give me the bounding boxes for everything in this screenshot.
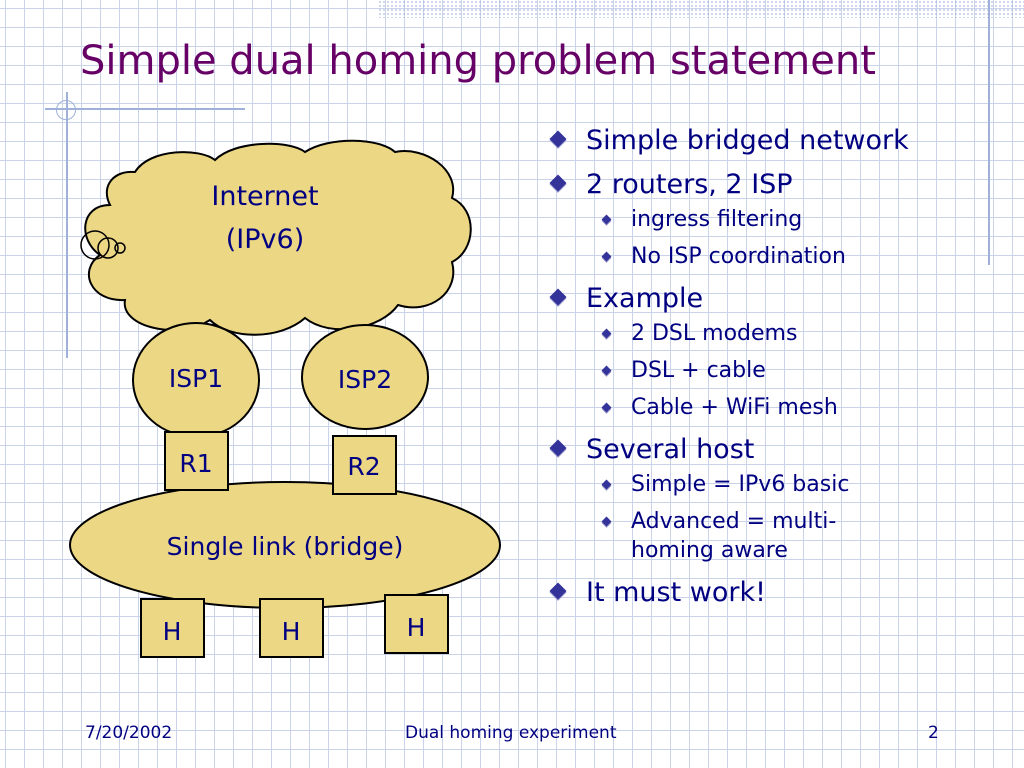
bullet-item: Simple bridged network xyxy=(548,124,1008,157)
sub-bullet-item: DSL + cable xyxy=(548,356,1008,385)
square-bullet-icon xyxy=(601,251,612,262)
sub-bullet-item: Advanced = multi-homing aware xyxy=(548,507,841,565)
diamond-bullet-icon xyxy=(549,439,567,457)
diamond-bullet-icon xyxy=(549,288,567,306)
r1-box xyxy=(164,431,229,491)
isp2-ellipse xyxy=(301,324,429,430)
sub-bullet-text: 2 DSL modems xyxy=(631,321,798,346)
sub-bullet-text: DSL + cable xyxy=(631,358,766,383)
bullet-text: Example xyxy=(586,283,704,314)
r2-label: R2 xyxy=(347,452,380,481)
decor-vertical-line-right xyxy=(988,0,990,265)
host-label-1: H xyxy=(163,617,182,646)
host-box-3 xyxy=(384,594,449,654)
host-label-2: H xyxy=(282,617,301,646)
bullet-item: It must work! xyxy=(548,576,1008,609)
top-pattern-band xyxy=(378,0,1024,18)
square-bullet-icon xyxy=(601,516,612,527)
sub-bullet-text: No ISP coordination xyxy=(631,244,846,269)
r2-box xyxy=(332,435,397,495)
decor-circle xyxy=(56,100,76,120)
footer-date: 7/20/2002 xyxy=(85,723,173,743)
internet-label: Internet xyxy=(211,181,318,212)
isp1-label: ISP1 xyxy=(169,364,223,393)
slide-title: Simple dual homing problem statement xyxy=(80,38,876,84)
r1-label: R1 xyxy=(179,449,212,478)
bullet-item: Several host Simple = IPv6 basic Advance… xyxy=(548,433,1008,565)
square-bullet-icon xyxy=(601,402,612,413)
sub-bullet-list: 2 DSL modems DSL + cable Cable + WiFi me… xyxy=(548,319,1008,422)
bullet-text: Several host xyxy=(586,434,755,465)
bullet-text: Simple bridged network xyxy=(586,125,909,156)
square-bullet-icon xyxy=(601,328,612,339)
square-bullet-icon xyxy=(601,479,612,490)
host-box-1 xyxy=(140,598,205,658)
bullet-item: 2 routers, 2 ISP ingress filtering No IS… xyxy=(548,168,1008,271)
square-bullet-icon xyxy=(601,214,612,225)
sub-bullet-item: ingress filtering xyxy=(548,205,1008,234)
host-label-3: H xyxy=(407,613,426,642)
decor-horizontal-line xyxy=(45,108,245,110)
bullet-text: It must work! xyxy=(586,577,766,608)
bridge-label: Single link (bridge) xyxy=(167,532,404,561)
ipv6-label: (IPv6) xyxy=(226,224,304,255)
sub-bullet-list: ingress filtering No ISP coordination xyxy=(548,205,1008,271)
page-number: 2 xyxy=(928,723,939,743)
host-box-2 xyxy=(259,598,324,658)
sub-bullet-item: No ISP coordination xyxy=(548,242,1008,271)
internet-cloud xyxy=(80,139,472,336)
sub-bullet-item: 2 DSL modems xyxy=(548,319,1008,348)
bullet-text: 2 routers, 2 ISP xyxy=(586,169,793,200)
square-bullet-icon xyxy=(601,365,612,376)
diamond-bullet-icon xyxy=(549,582,567,600)
isp2-label: ISP2 xyxy=(338,365,392,394)
bullet-list: Simple bridged network 2 routers, 2 ISP … xyxy=(548,124,1008,620)
sub-bullet-text: ingress filtering xyxy=(631,207,803,232)
bullet-item: Example 2 DSL modems DSL + cable Cable +… xyxy=(548,282,1008,422)
sub-bullet-text: Simple = IPv6 basic xyxy=(631,472,850,497)
diamond-bullet-icon xyxy=(549,174,567,192)
diamond-bullet-icon xyxy=(549,130,567,148)
decor-vertical-line-left xyxy=(66,92,68,358)
footer-title: Dual homing experiment xyxy=(405,723,617,743)
sub-bullet-text: Cable + WiFi mesh xyxy=(631,395,838,420)
sub-bullet-item: Simple = IPv6 basic xyxy=(548,470,1008,499)
sub-bullet-text: Advanced = multi-homing aware xyxy=(631,509,837,563)
sub-bullet-item: Cable + WiFi mesh xyxy=(548,393,1008,422)
sub-bullet-list: Simple = IPv6 basic Advanced = multi-hom… xyxy=(548,470,1008,565)
